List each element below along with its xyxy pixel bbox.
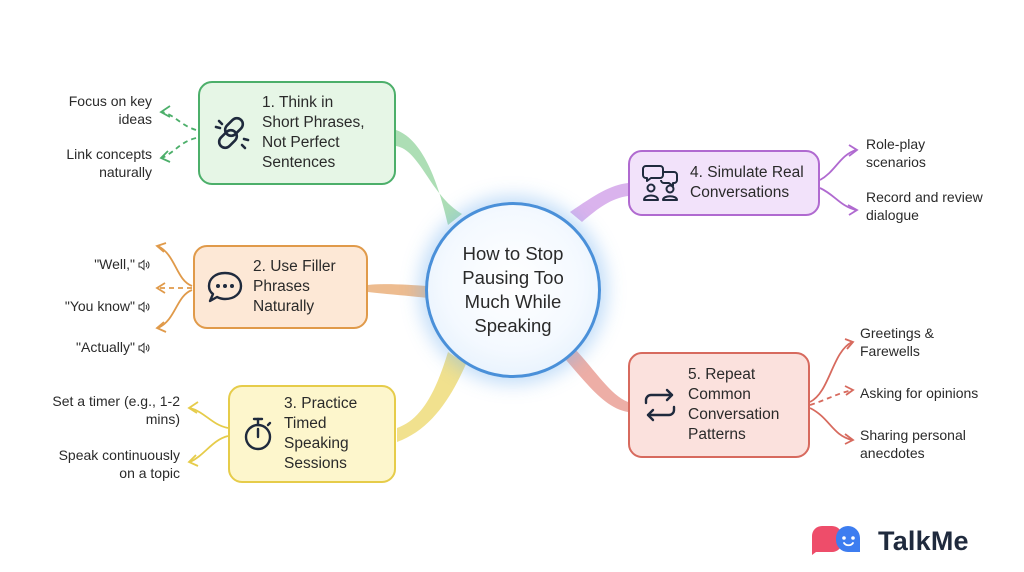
speaker-icon	[138, 259, 150, 271]
leaf-connector-2c	[157, 289, 193, 329]
leaf-2c: "Actually"	[20, 320, 150, 356]
leaf-2a-text: "Well,"	[94, 256, 135, 272]
leaf-3a: Set a timer (e.g., 1-2 mins)	[52, 393, 180, 427]
branch-1-node: 1. Think in Short Phrases, Not Perfect S…	[198, 81, 396, 185]
branch-4-node: 4. Simulate Real Conversations	[628, 150, 820, 216]
arrowhead-2c	[155, 321, 167, 333]
leaf-5b: Asking for opinions	[860, 385, 979, 401]
leaf-2a: "Well,"	[40, 237, 150, 273]
leaf-connector-4b	[819, 187, 857, 211]
leaf-connector-1b	[161, 137, 197, 159]
leaf-connector-3a	[189, 407, 229, 429]
leaf-connector-5b	[809, 389, 853, 406]
leaf-3b: Speak continuously on a topic	[58, 447, 180, 481]
link-icon	[210, 111, 254, 155]
brand-name: TalkMe	[878, 526, 969, 556]
arrowhead-5b	[844, 385, 855, 396]
ribbon-branch-4	[570, 183, 628, 222]
leaf-connector-2a	[157, 245, 193, 287]
arrowhead-5a	[844, 338, 855, 350]
arrowhead-2b	[155, 282, 166, 294]
ribbon-branch-5	[566, 348, 628, 412]
branch-4-label: 4. Simulate Real Conversations	[690, 164, 804, 201]
arrowhead-3b	[187, 454, 199, 467]
leaf-1b: Link concepts naturally	[66, 146, 152, 180]
leaf-4a: Role-play scenarios	[866, 136, 926, 170]
arrowhead-1b	[159, 150, 171, 163]
leaf-connector-5a	[809, 341, 853, 403]
leaf-connector-3b	[189, 435, 229, 463]
repeat-icon	[640, 387, 680, 423]
talkme-logo-icon	[808, 522, 870, 561]
leaf-2b: "You know"	[20, 279, 150, 315]
arrowhead-3a	[187, 401, 199, 414]
ribbon-branch-1	[396, 130, 462, 225]
speech-bubble-icon	[205, 267, 245, 307]
speaker-icon	[138, 342, 150, 354]
leaf-4b: Record and review dialogue	[866, 189, 983, 223]
leaf-5a: Greetings & Farewells	[860, 325, 934, 359]
branch-2-label: 2. Use Filler Phrases Naturally	[253, 258, 336, 315]
center-topic-title: How to Stop Pausing Too Much While Speak…	[462, 243, 564, 336]
branch-2-node: 2. Use Filler Phrases Naturally	[193, 245, 368, 329]
stopwatch-icon	[240, 414, 276, 454]
leaf-connector-4a	[819, 149, 857, 181]
arrowhead-2a	[155, 242, 167, 253]
arrowhead-1a	[159, 105, 171, 118]
branch-5-node: 5. Repeat Common Conversation Patterns	[628, 352, 810, 458]
people-chat-icon	[640, 162, 682, 204]
leaf-2c-text: "Actually"	[76, 339, 135, 355]
center-topic: How to Stop Pausing Too Much While Speak…	[425, 202, 601, 378]
arrowhead-4a	[848, 144, 859, 157]
ribbon-branch-3	[397, 352, 466, 442]
branch-1-label: 1. Think in Short Phrases, Not Perfect S…	[262, 94, 365, 171]
leaf-5c: Sharing personal anecdotes	[860, 427, 966, 461]
leaf-2b-text: "You know"	[64, 298, 135, 314]
branch-5-label: 5. Repeat Common Conversation Patterns	[688, 366, 780, 443]
leaf-connector-1a	[161, 111, 197, 131]
speaker-icon	[138, 301, 150, 313]
brand-logo: TalkMe	[808, 522, 969, 561]
branch-3-node: 3. Practice Timed Speaking Sessions	[228, 385, 396, 483]
ribbon-branch-2	[368, 284, 428, 298]
arrowhead-4b	[847, 204, 859, 216]
branch-3-label: 3. Practice Timed Speaking Sessions	[284, 395, 358, 472]
leaf-1a: Focus on key ideas	[68, 93, 152, 127]
arrowhead-5c	[844, 433, 855, 445]
leaf-connector-5c	[809, 407, 853, 441]
